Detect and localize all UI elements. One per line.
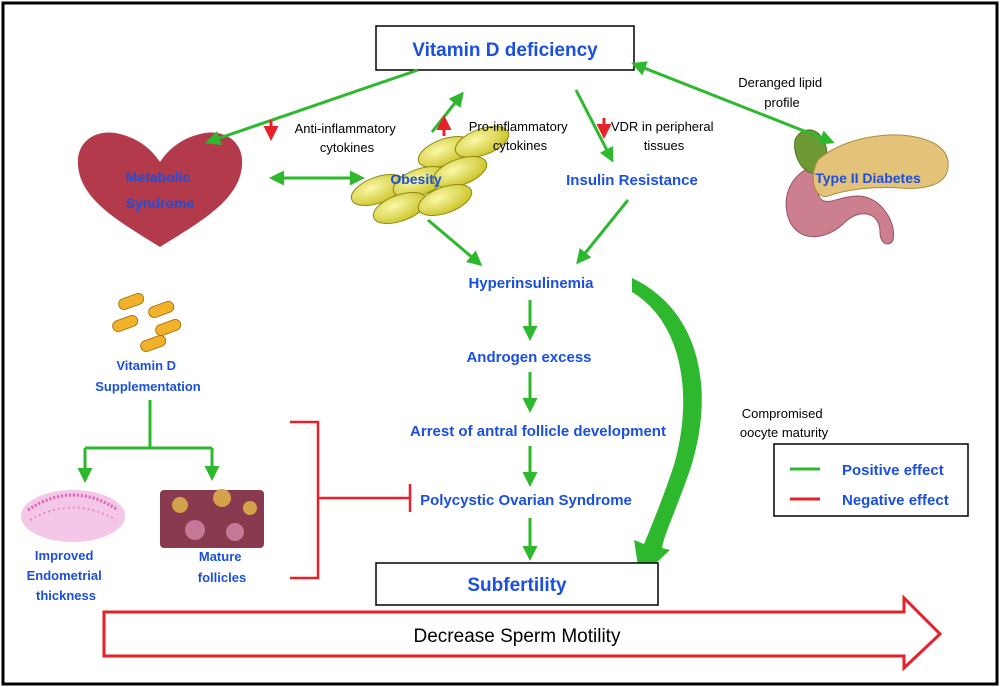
heart-icon [77, 132, 243, 247]
arrow-obesity-hyper [427, 218, 483, 266]
red-arrows [263, 115, 612, 141]
node-mature-follicles: Mature follicles [198, 549, 246, 585]
capsule-cluster-icon [350, 125, 510, 225]
node-obesity: Obesity [390, 171, 442, 187]
subfertility-box [375, 562, 659, 606]
vitamin-d-pills-icon [112, 293, 182, 352]
green-arrows [77, 61, 835, 561]
inhibition-bracket [290, 420, 412, 580]
arrow-obesity-title [430, 91, 464, 133]
node-arrest-antral: Arrest of antral follicle development [410, 423, 666, 440]
node-metabolic-syndrome: Metabolic Syndrome [126, 169, 195, 211]
title-text: Vitamin D deficiency [412, 40, 598, 61]
node-insulin-resistance: Insulin Resistance [566, 172, 698, 189]
node-improved-endometrial: Improved Endometrial thickness [27, 548, 106, 603]
node-hyperinsulinemia: Hyperinsulinemia [468, 275, 594, 292]
annotation-pro-inflammatory: Pro-inflammatory cytokines [469, 119, 572, 153]
sperm-motility-arrow [102, 594, 943, 672]
arrow-title-insulin [574, 89, 614, 163]
sperm-motility-text: Decrease Sperm Motility [414, 626, 621, 647]
endometrium-icon [21, 490, 125, 542]
annotation-anti-inflammatory: Anti-inflammatory cytokines [295, 121, 400, 155]
legend-box [773, 443, 969, 517]
annotation-oocyte: Compromised oocyte maturity [740, 406, 829, 440]
subfertility-text: Subfertility [467, 575, 567, 596]
bracket-vitd [83, 400, 212, 478]
arrow-insulin-hyper [576, 199, 630, 265]
legend-negative: Negative effect [842, 492, 949, 509]
node-type2-diabetes: Type II Diabetes [815, 170, 921, 186]
node-androgen-excess: Androgen excess [466, 349, 591, 366]
follicles-icon [160, 489, 264, 548]
annotation-lipid: Deranged lipid profile [738, 75, 825, 110]
arrow-title-metabolic [205, 68, 419, 146]
pancreas-icon [785, 129, 949, 245]
annotation-vdr: VDR in peripheral tissues [611, 119, 717, 153]
curved-arrow-oocyte [632, 278, 702, 578]
arrow-title-diabetes [631, 61, 835, 145]
node-pcos: Polycystic Ovarian Syndrome [420, 492, 632, 509]
legend-positive: Positive effect [842, 462, 944, 479]
node-vitd-supplementation: Vitamin D Supplementation [95, 358, 201, 394]
title-box [375, 25, 635, 71]
